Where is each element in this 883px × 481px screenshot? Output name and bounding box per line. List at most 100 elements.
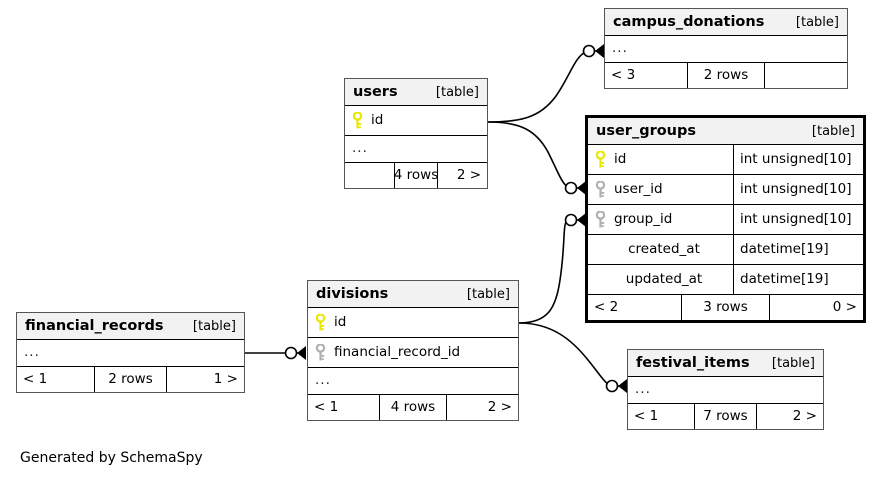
- footer-mid-users[interactable]: 4 rows: [393, 163, 439, 188]
- table-more-columns-festival_items[interactable]: ...: [628, 377, 823, 404]
- footer-right-festival_items[interactable]: 2 >: [792, 407, 817, 424]
- key-icon-foreign: [595, 181, 606, 198]
- key-icon-primary: [315, 314, 326, 331]
- column-label: user_id: [614, 180, 663, 197]
- diagram-caption: Generated by SchemaSpy: [20, 450, 203, 466]
- edge-users-user_groups-user_id: [487, 121, 569, 188]
- table-more-columns-divisions[interactable]: ...: [308, 368, 518, 395]
- key-icon-foreign: [595, 211, 606, 228]
- table-tag-user_groups: [table]: [811, 123, 855, 139]
- table-more-columns-users[interactable]: ...: [345, 136, 487, 163]
- column-row-user_groups-updated_at[interactable]: updated_at datetime[19]: [588, 265, 863, 295]
- table-name-user_groups: user_groups: [596, 122, 697, 139]
- column-name-users-id: id: [345, 106, 487, 135]
- footer-mid-divisions[interactable]: 4 rows: [379, 395, 447, 420]
- footer-mid-campus_donations[interactable]: 2 rows: [687, 63, 765, 88]
- edge-divisions-festival_items: [518, 322, 610, 386]
- marker-circle-user-groups-user-id: [564, 181, 578, 195]
- edge-users-campus_donations: [487, 51, 587, 123]
- table-name-divisions: divisions: [316, 285, 389, 302]
- marker-circle-festival-items: [605, 379, 619, 393]
- marker-circle-divisions-financial-record-id: [284, 346, 298, 360]
- column-type-user_groups-created_at: datetime[19]: [733, 235, 863, 264]
- footer-right-financial_records[interactable]: 1 >: [213, 370, 238, 387]
- column-row-users-id[interactable]: id: [345, 106, 487, 136]
- table-header-financial_records: financial_records [table]: [17, 313, 244, 340]
- column-row-user_groups-user_id[interactable]: user_id int unsigned[10]: [588, 175, 863, 205]
- footer-right-campus_donations[interactable]: [765, 63, 847, 88]
- column-name-divisions-financial_record_id: financial_record_id: [308, 338, 518, 367]
- footer-left-users[interactable]: [345, 163, 394, 188]
- column-type-user_groups-updated_at: datetime[19]: [733, 265, 863, 294]
- table-tag-divisions: [table]: [466, 286, 510, 302]
- footer-right-user_groups[interactable]: 0 >: [832, 298, 857, 315]
- table-footer-divisions: < 1 4 rows 2 >: [308, 395, 518, 420]
- footer-mid-festival_items[interactable]: 7 rows: [694, 404, 757, 429]
- footer-left-financial_records[interactable]: < 1: [23, 370, 48, 387]
- footer-left-user_groups[interactable]: < 2: [594, 298, 619, 315]
- column-name-user_groups-user_id: user_id: [588, 175, 733, 204]
- footer-right-divisions[interactable]: 2 >: [487, 398, 512, 415]
- column-type-user_groups-id: int unsigned[10]: [733, 145, 863, 174]
- column-name-user_groups-id: id: [588, 145, 733, 174]
- column-type-user_groups-user_id: int unsigned[10]: [733, 175, 863, 204]
- footer-right-users[interactable]: 2 >: [456, 166, 482, 183]
- table-header-user_groups: user_groups [table]: [588, 118, 863, 145]
- table-tag-festival_items: [table]: [771, 355, 815, 371]
- table-more-columns-financial_records[interactable]: ...: [17, 340, 244, 367]
- column-label: group_id: [614, 210, 673, 227]
- table-tag-users: [table]: [435, 84, 479, 100]
- table-tag-campus_donations: [table]: [795, 14, 839, 30]
- footer-mid-financial_records[interactable]: 2 rows: [94, 367, 167, 392]
- column-row-user_groups-created_at[interactable]: created_at datetime[19]: [588, 235, 863, 265]
- table-users[interactable]: users [table] id...4 rows 2 >: [344, 78, 488, 189]
- column-name-user_groups-updated_at: updated_at: [588, 265, 733, 294]
- column-row-user_groups-group_id[interactable]: group_id int unsigned[10]: [588, 205, 863, 235]
- table-footer-financial_records: < 1 2 rows 1 >: [17, 367, 244, 392]
- column-name-divisions-id: id: [308, 308, 518, 337]
- column-name-user_groups-group_id: group_id: [588, 205, 733, 234]
- column-label: id: [371, 111, 384, 128]
- column-label: updated_at: [625, 270, 703, 287]
- table-footer-user_groups: < 2 3 rows 0 >: [588, 295, 863, 320]
- table-footer-festival_items: < 1 7 rows 2 >: [628, 404, 823, 429]
- marker-circle-campus-donations: [582, 44, 596, 58]
- column-label: created_at: [628, 240, 700, 257]
- table-campus_donations[interactable]: campus_donations [table]... < 3 2 rows: [604, 8, 848, 89]
- footer-mid-user_groups[interactable]: 3 rows: [681, 295, 770, 320]
- table-name-campus_donations: campus_donations: [613, 13, 765, 30]
- edge-divisions-user_groups-group_id: [518, 218, 569, 324]
- table-footer-users: 4 rows 2 >: [345, 163, 487, 188]
- table-financial_records[interactable]: financial_records [table]... < 1 2 rows 1 >: [16, 312, 245, 393]
- table-header-users: users [table]: [345, 79, 487, 106]
- table-more-columns-campus_donations[interactable]: ...: [605, 36, 847, 63]
- column-row-user_groups-id[interactable]: id int unsigned[10]: [588, 145, 863, 175]
- column-row-divisions-financial_record_id[interactable]: financial_record_id: [308, 338, 518, 368]
- marker-circle-user-groups-group-id: [564, 213, 578, 227]
- table-divisions[interactable]: divisions [table] id financial_record_id...…: [307, 280, 519, 421]
- key-icon-primary: [352, 112, 363, 129]
- footer-left-festival_items[interactable]: < 1: [634, 407, 659, 424]
- table-footer-campus_donations: < 3 2 rows: [605, 63, 847, 88]
- table-header-campus_donations: campus_donations [table]: [605, 9, 847, 36]
- table-name-users: users: [353, 83, 398, 100]
- table-name-festival_items: festival_items: [636, 354, 750, 371]
- edge-markers: [284, 44, 627, 393]
- column-label: financial_record_id: [334, 343, 461, 360]
- column-name-user_groups-created_at: created_at: [588, 235, 733, 264]
- table-name-financial_records: financial_records: [25, 317, 164, 334]
- table-header-festival_items: festival_items [table]: [628, 350, 823, 377]
- column-type-user_groups-group_id: int unsigned[10]: [733, 205, 863, 234]
- column-row-divisions-id[interactable]: id: [308, 308, 518, 338]
- footer-left-campus_donations[interactable]: < 3: [611, 66, 636, 83]
- key-icon-primary: [595, 151, 606, 168]
- footer-left-divisions[interactable]: < 1: [314, 398, 339, 415]
- table-tag-financial_records: [table]: [192, 318, 236, 334]
- column-label: id: [614, 150, 627, 167]
- table-header-divisions: divisions [table]: [308, 281, 518, 308]
- key-icon-foreign: [315, 344, 326, 361]
- table-festival_items[interactable]: festival_items [table]... < 1 7 rows 2 >: [627, 349, 824, 430]
